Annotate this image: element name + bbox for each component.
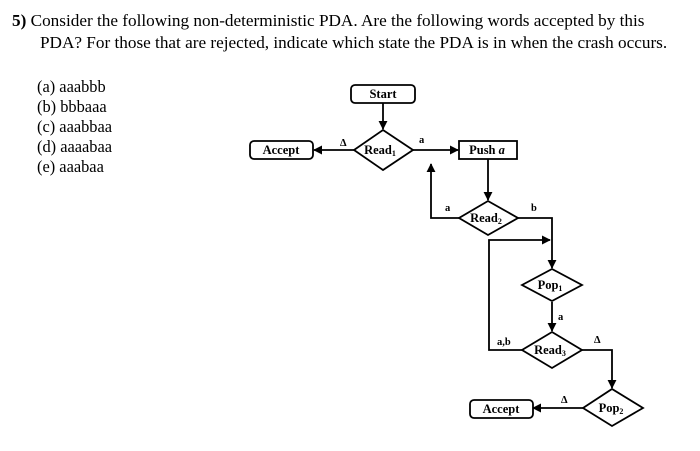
read3-label: Read3: [534, 343, 566, 358]
label-read2-read1: a: [445, 203, 451, 214]
read1-subscript: 1: [392, 149, 396, 158]
accept-node-2: [469, 399, 534, 419]
read2-node: [457, 199, 520, 237]
word-option-e: (e) aaabaa: [37, 157, 104, 176]
read3-node: [520, 330, 584, 370]
push-label: Push a: [469, 143, 505, 157]
label-read2-pop1: b: [531, 203, 537, 214]
pop2-subscript: 2: [619, 407, 623, 416]
edge-read3-pop2: [582, 349, 617, 389]
read2-label: Read2: [470, 211, 502, 226]
read1-label: Read1: [364, 143, 396, 158]
pop1-node: [520, 267, 584, 303]
read3-subscript: 3: [562, 349, 566, 358]
word-option-d: (d) aaaabaa: [37, 137, 113, 156]
read3-name: Read: [534, 343, 562, 357]
pop2-label: Pop2: [599, 401, 624, 416]
start-label: Start: [369, 87, 397, 101]
pop2-node: [581, 387, 645, 428]
edge-read2-read1: [426, 163, 459, 219]
read2-name: Read: [470, 211, 498, 225]
question-line-1: Consider the following non-deterministic…: [30, 11, 645, 30]
read1-name: Read: [364, 143, 392, 157]
edge-read2-pop1: [518, 217, 557, 269]
label-read1-accept: Δ: [340, 138, 347, 149]
push-name: Push: [469, 143, 495, 157]
edge-read3-loop: [488, 235, 551, 351]
push-a-node: [458, 140, 518, 160]
pop2-name: Pop: [599, 401, 620, 415]
push-symbol: a: [499, 143, 505, 157]
pop1-label: Pop1: [538, 278, 563, 293]
read2-subscript: 2: [498, 217, 502, 226]
label-read3-pop2: Δ: [594, 335, 601, 346]
question-text: 5) Consider the following non-determinis…: [12, 10, 696, 54]
accept-node-1: [249, 140, 314, 160]
word-option-c: (c) aaabbaa: [37, 117, 113, 136]
pop1-subscript: 1: [558, 284, 562, 293]
word-list: (a) aaabbb (b) bbbaaa (c) aaabbaa (d) aa…: [37, 77, 112, 177]
label-pop2-accept: Δ: [561, 395, 568, 406]
question-line-2: PDA? For those that are rejected, indica…: [40, 33, 668, 52]
word-option-a: (a) aaabbb: [37, 77, 106, 96]
label-read1-push: a: [419, 135, 425, 146]
word-option-b: (b) bbbaaa: [37, 97, 107, 116]
label-pop1-read3: a: [558, 312, 564, 323]
accept-label-1: Accept: [263, 143, 301, 157]
question-number: 5): [12, 11, 27, 30]
accept-label-2: Accept: [483, 402, 521, 416]
start-node: [350, 84, 416, 104]
read1-node: [352, 128, 415, 172]
pop1-name: Pop: [538, 278, 559, 292]
label-read3-loop: a,b: [497, 337, 511, 348]
